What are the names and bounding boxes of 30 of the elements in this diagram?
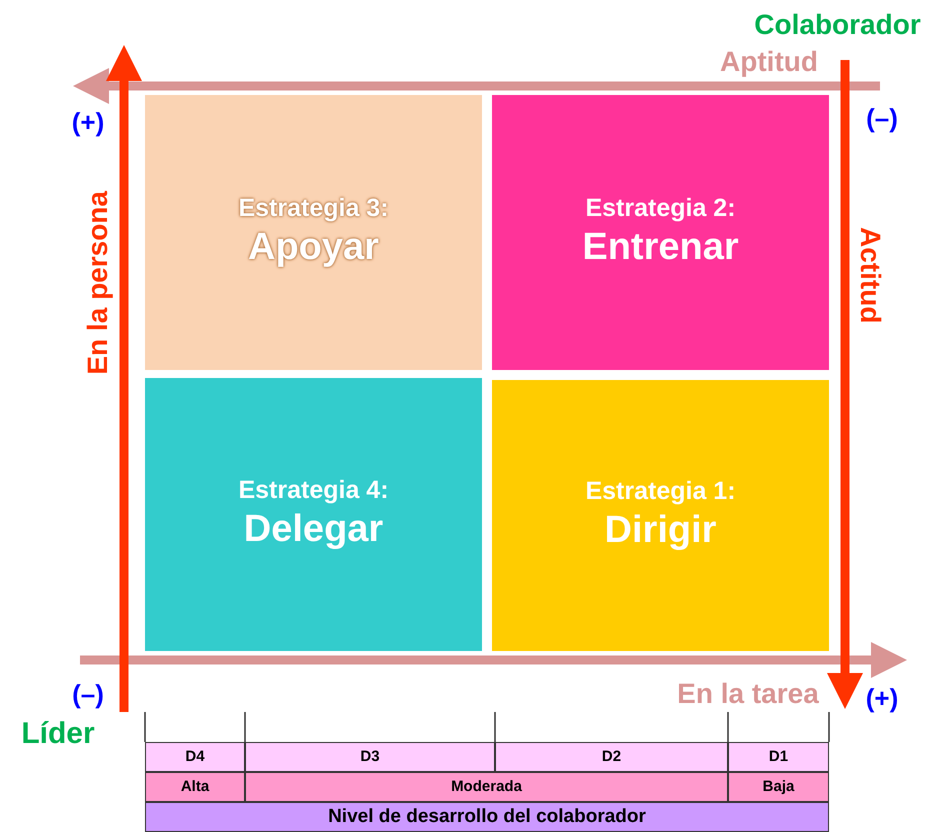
axis-label: Aptitud <box>720 48 818 76</box>
table-cell: D4 <box>145 742 245 772</box>
table-cell: Moderada <box>245 772 728 802</box>
axis-label: Colaborador <box>754 11 921 39</box>
table-cell: D3 <box>245 742 495 772</box>
axis-label: En la tarea <box>677 680 819 708</box>
strategy-number: Estrategia 3: <box>238 193 389 224</box>
strategy-name: Entrenar <box>582 225 739 270</box>
sign-label: (–) <box>72 681 104 707</box>
axis-label: Actitud <box>856 226 884 324</box>
axis-label: En la persona <box>84 190 112 374</box>
quadrant-box <box>145 378 482 651</box>
quadrant-box <box>145 95 482 370</box>
table-cell: Nivel de desarrollo del colaborador <box>145 802 829 832</box>
sign-label: (+) <box>866 685 898 711</box>
axis-label: Líder <box>21 719 95 749</box>
strategy-number: Estrategia 1: <box>585 476 736 508</box>
strategy-name: Apoyar <box>248 225 379 270</box>
quadrant-box <box>492 95 829 370</box>
sign-label: (+) <box>72 109 104 135</box>
table-cell: Alta <box>145 772 245 802</box>
strategy-number: Estrategia 4: <box>238 475 389 506</box>
table-cell: Baja <box>728 772 829 802</box>
strategy-name: Delegar <box>244 507 384 552</box>
table-cell: D2 <box>495 742 728 772</box>
table-cell: D1 <box>728 742 829 772</box>
quadrant-box <box>492 380 829 651</box>
strategy-name: Dirigir <box>604 508 716 554</box>
sign-label: (–) <box>866 105 898 131</box>
strategy-number: Estrategia 2: <box>585 193 736 224</box>
